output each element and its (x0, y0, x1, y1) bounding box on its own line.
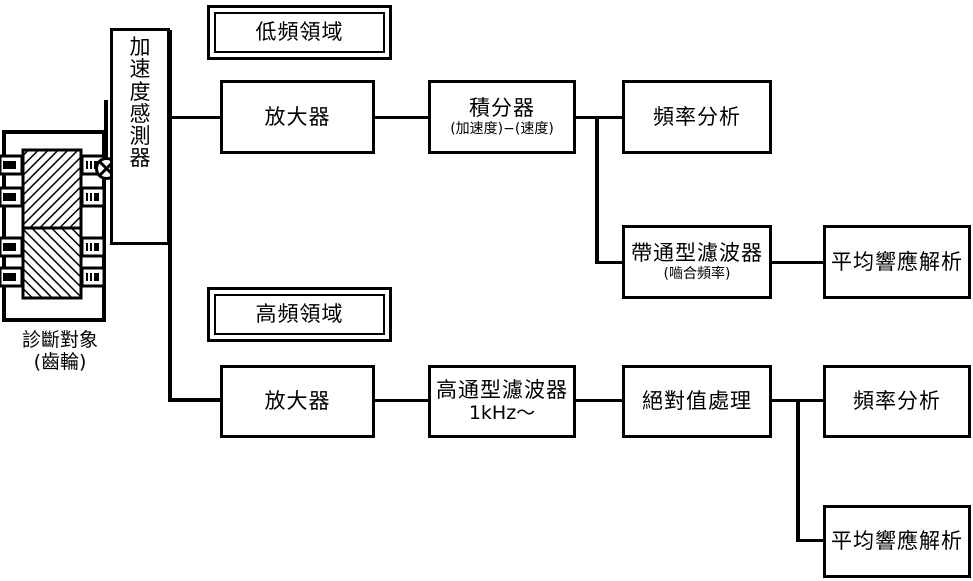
highpass-to-abs-value-line (576, 399, 624, 402)
abs-value-split-vertical-line (796, 399, 800, 542)
accelerometer-label: 加 速 度 感 測 器 (110, 36, 170, 170)
amplifier-low-label: 放大器 (264, 104, 331, 129)
abs-value-output-line (772, 399, 798, 402)
gearbox-illustration (0, 130, 106, 322)
trunk-vertical-line (168, 30, 172, 402)
split-to-bandpass-filter-line (595, 261, 624, 264)
integrator-split-vertical-line (595, 116, 599, 264)
integrator-label: 積分器 (469, 96, 535, 121)
source-caption-line1: 診斷對象 (21, 329, 98, 351)
high-frequency-header-box: 高頻領域 (207, 287, 392, 342)
abs-value-label: 絕對值處理 (642, 389, 752, 414)
trunk-to-amplifier-low-line (168, 116, 220, 119)
freq-analysis-high-box[interactable]: 頻率分析 (823, 365, 971, 438)
bandpass-filter-box[interactable]: 帶通型濾波器 (嚙合頻率) (622, 225, 772, 299)
sensor-char-2: 速 (129, 57, 151, 82)
sensor-char-1: 加 (129, 35, 151, 59)
highpass-filter-subtitle: 1kHz〜 (468, 402, 536, 425)
low-frequency-header-label: 低頻領域 (255, 20, 344, 45)
amplifier-high-to-highpass-line (375, 399, 428, 402)
trunk-to-amplifier-high-line (168, 398, 220, 402)
highpass-filter-box[interactable]: 高通型濾波器 1kHz〜 (428, 365, 576, 438)
source-caption-line2: (齒輪) (33, 350, 87, 373)
freq-analysis-low-box[interactable]: 頻率分析 (622, 80, 772, 154)
amplifier-low-to-integrator-line (375, 116, 428, 119)
highpass-filter-label: 高通型濾波器 (436, 378, 568, 402)
freq-analysis-high-label: 頻率分析 (853, 389, 941, 414)
avg-response-high-label: 平均響應解析 (831, 529, 963, 554)
avg-response-low-box[interactable]: 平均響應解析 (823, 225, 971, 299)
integrator-box[interactable]: 積分器 (加速度)−(速度) (428, 80, 576, 154)
split-to-avg-response-high-line (796, 539, 825, 542)
amplifier-high-box[interactable]: 放大器 (220, 365, 375, 438)
split-to-freq-analysis-high-line (796, 399, 825, 402)
sensor-char-6: 器 (129, 146, 151, 171)
source-caption: 診斷對象 (齒輪) (0, 329, 120, 374)
bandpass-to-avg-response-low-line (772, 261, 824, 264)
integrator-output-line (576, 116, 598, 119)
abs-value-box[interactable]: 絕對值處理 (622, 365, 772, 438)
sensor-lead-line (104, 100, 108, 158)
sensor-char-3: 度 (129, 79, 151, 104)
sensor-char-4: 感 (129, 101, 151, 126)
avg-response-low-label: 平均響應解析 (831, 249, 963, 274)
accelerometer-box[interactable] (110, 28, 170, 245)
sensor-char-5: 測 (129, 124, 151, 148)
bandpass-filter-label: 帶通型濾波器 (631, 241, 763, 266)
split-to-freq-analysis-low-line (595, 116, 624, 119)
amplifier-low-box[interactable]: 放大器 (220, 80, 375, 154)
amplifier-high-label: 放大器 (264, 389, 331, 414)
bandpass-filter-subtitle: (嚙合頻率) (663, 266, 731, 283)
freq-analysis-low-label: 頻率分析 (653, 104, 741, 129)
high-frequency-header-label: 高頻領域 (255, 302, 344, 327)
avg-response-high-box[interactable]: 平均響應解析 (823, 505, 971, 578)
integrator-subtitle: (加速度)−(速度) (450, 121, 554, 138)
low-frequency-header-box: 低頻領域 (207, 5, 392, 60)
